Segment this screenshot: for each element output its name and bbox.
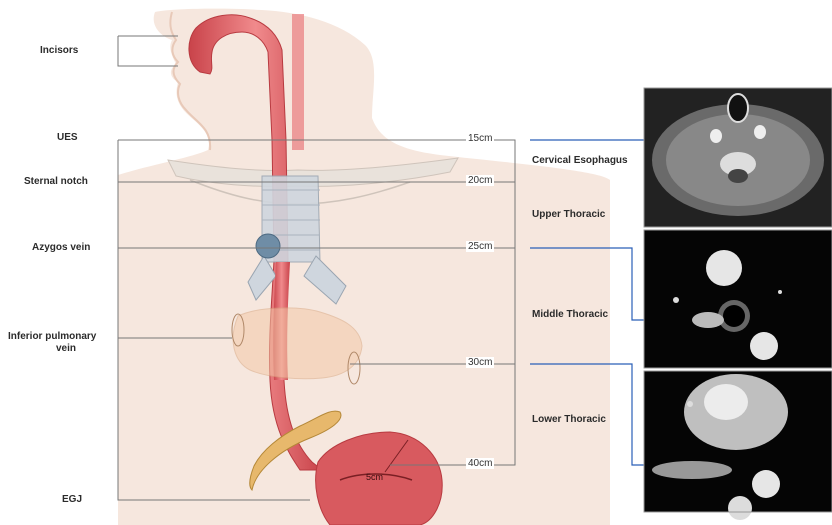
label-vein: vein bbox=[56, 343, 76, 355]
label-egj: EGJ bbox=[62, 494, 82, 506]
segment-upper-thoracic: Upper Thoracic bbox=[532, 209, 605, 220]
distance-30cm: 30cm bbox=[466, 357, 494, 368]
ct-panel-middle bbox=[644, 230, 832, 368]
ct-panel-lower bbox=[644, 371, 832, 520]
distance-20cm: 20cm bbox=[466, 175, 494, 186]
label-azygos-vein: Azygos vein bbox=[32, 242, 90, 254]
label-sternal-notch: Sternal notch bbox=[24, 176, 88, 188]
segment-lower-thoracic: Lower Thoracic bbox=[532, 414, 606, 425]
label-inferior-pulmonary: Inferior pulmonary bbox=[8, 331, 96, 343]
azygos-vein-shape bbox=[256, 234, 280, 258]
distance-40cm: 40cm bbox=[466, 458, 494, 469]
label-incisors: Incisors bbox=[40, 45, 78, 57]
distance-15cm: 15cm bbox=[466, 133, 494, 144]
ct-panel-cervical bbox=[644, 88, 832, 227]
distance-5cm: 5cm bbox=[366, 472, 383, 482]
distance-25cm: 25cm bbox=[466, 241, 494, 252]
trachea-upper bbox=[292, 14, 304, 150]
segment-cervical: Cervical Esophagus bbox=[532, 155, 628, 166]
label-ues: UES bbox=[57, 132, 78, 144]
segment-middle-thoracic: Middle Thoracic bbox=[532, 309, 608, 320]
